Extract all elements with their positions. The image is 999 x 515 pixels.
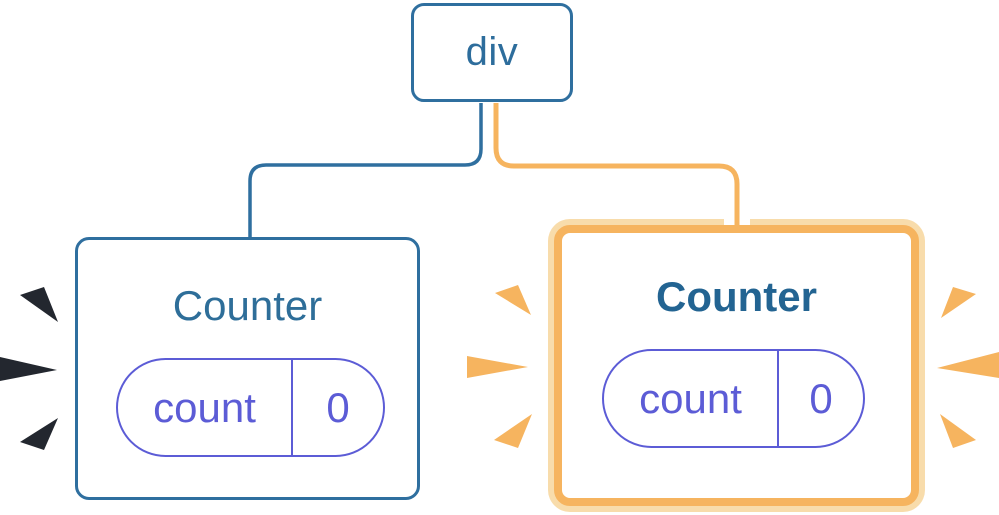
spark-icon [494, 414, 532, 448]
edge-root-to-right-counter [493, 103, 740, 233]
state-value: 0 [326, 383, 350, 431]
spark-icon [0, 357, 57, 381]
spark-icon [20, 287, 58, 322]
state-pill: count 0 [602, 349, 865, 448]
counter-node-right-highlighted: Counter count 0 [554, 225, 919, 506]
spark-icon [941, 287, 976, 318]
edge-root-to-left-counter [248, 103, 483, 238]
root-node-label: div [465, 30, 519, 74]
state-value: 0 [809, 374, 833, 422]
state-key-label: count [118, 360, 293, 455]
spark-burst-left-dark-icon [0, 287, 58, 450]
counter-title: Counter [172, 282, 323, 329]
spark-icon [20, 418, 58, 450]
counter-node-left: Counter count 0 [75, 237, 420, 500]
spark-icon [495, 285, 531, 315]
state-pill: count 0 [116, 358, 385, 457]
edge-root-to-right-counter-casing [483, 103, 750, 225]
spark-icon [937, 352, 999, 378]
spark-burst-right-counter-left-icon [467, 285, 532, 448]
counter-title: Counter [656, 273, 817, 320]
state-key-label: count [604, 351, 779, 446]
root-node-div: div [411, 3, 573, 102]
spark-burst-right-counter-right-icon [937, 287, 999, 448]
spark-icon [467, 356, 528, 378]
spark-icon [940, 414, 976, 448]
